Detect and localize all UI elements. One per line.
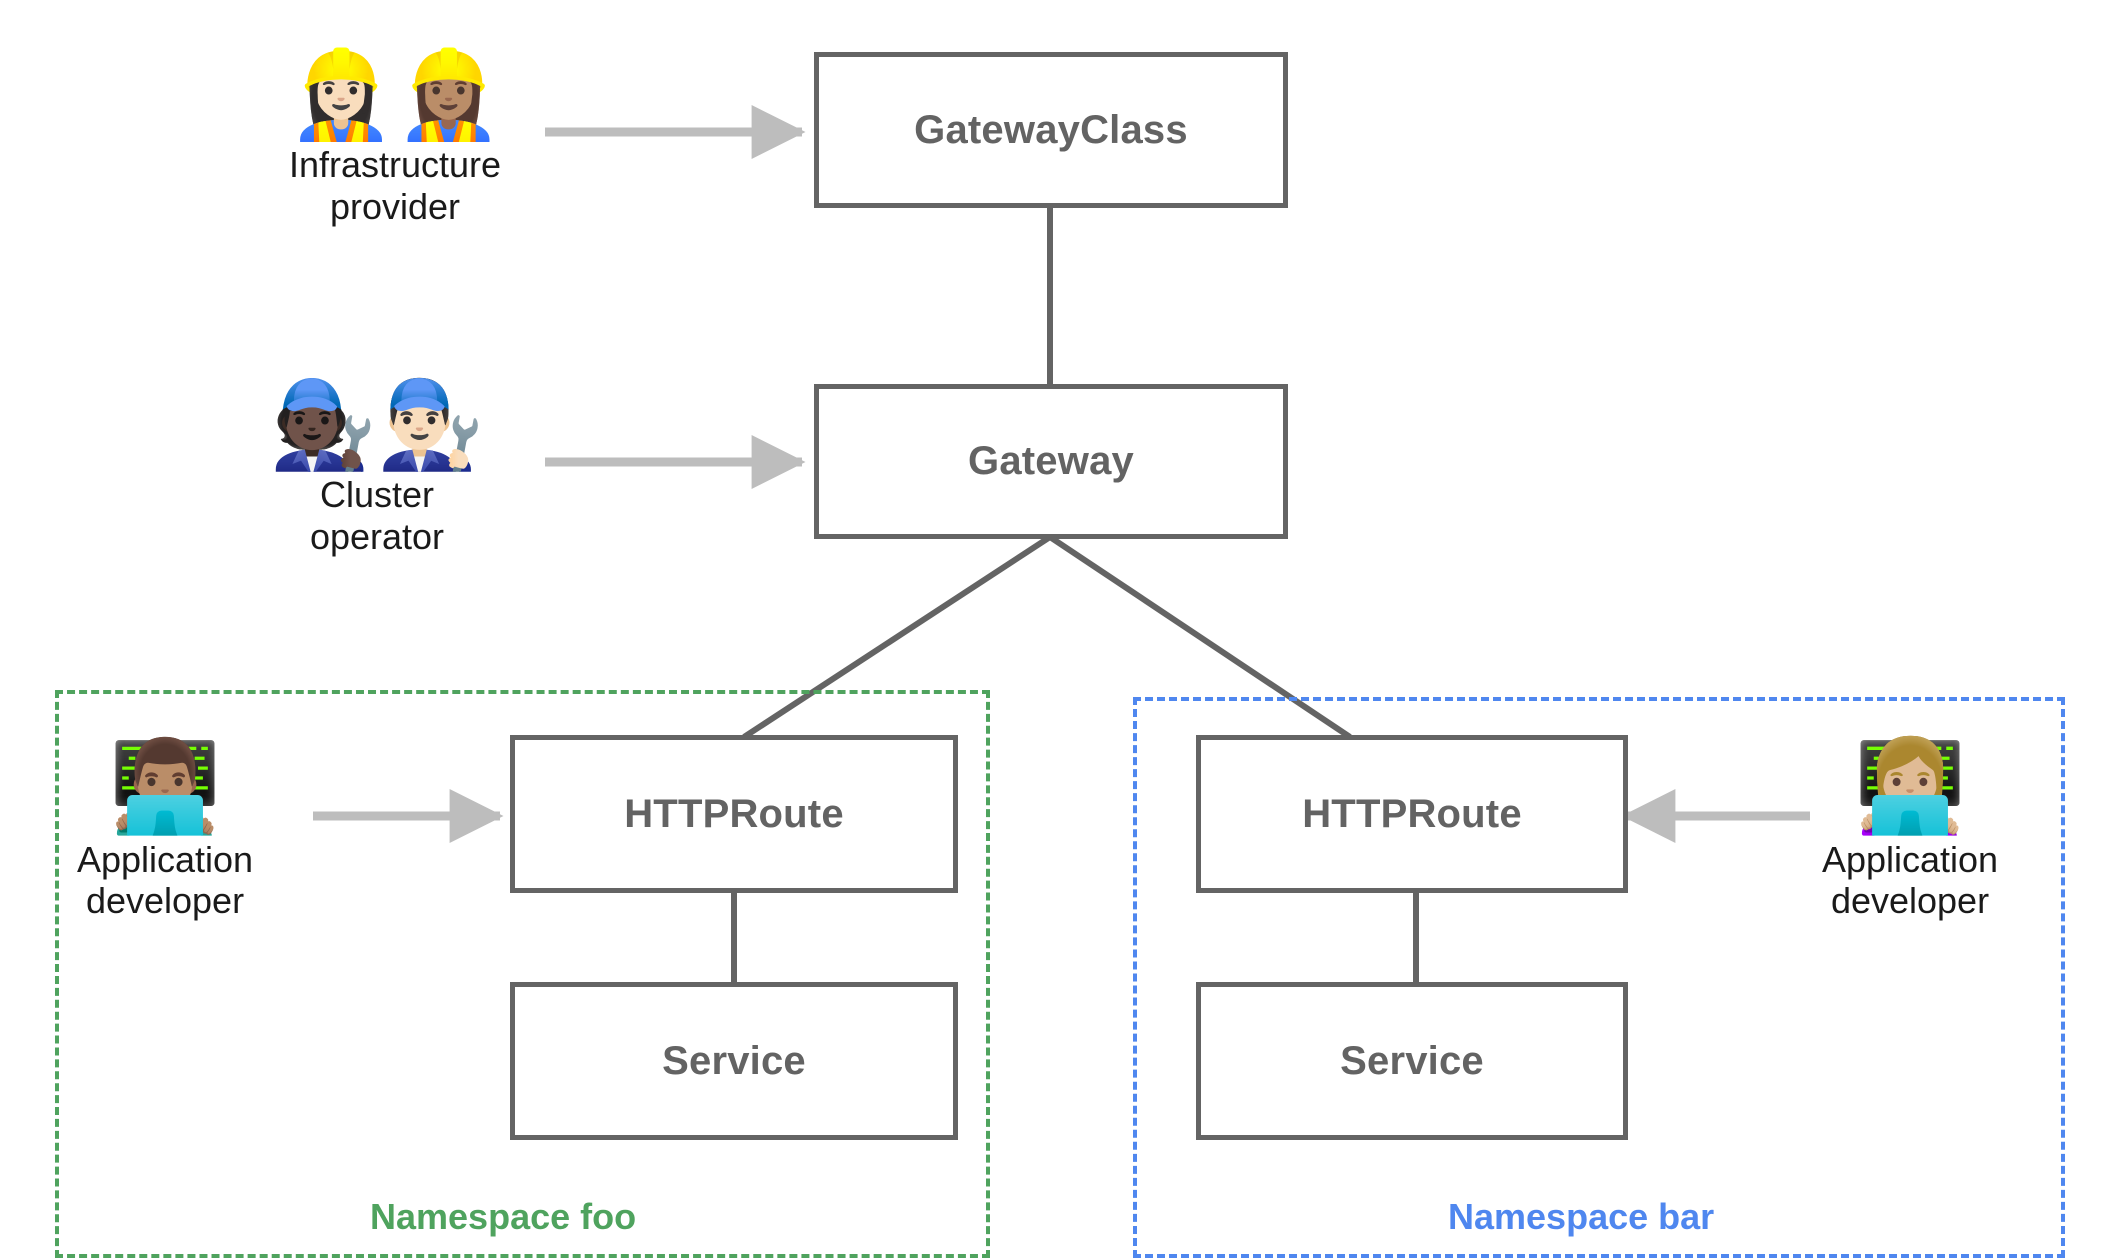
node-httproute-foo-label: HTTPRoute xyxy=(624,791,844,836)
namespace-foo-container xyxy=(55,690,990,1258)
node-gateway-label: Gateway xyxy=(968,439,1134,483)
node-service-bar-label: Service xyxy=(1340,1038,1484,1083)
node-gatewayclass[interactable]: GatewayClass xyxy=(814,52,1288,208)
persona-application-developer-bar: 👩🏼‍💻 Application developer xyxy=(1805,740,2015,922)
persona-application-developer-foo-label: Application developer xyxy=(76,838,254,922)
node-httproute-bar-label: HTTPRoute xyxy=(1302,791,1522,836)
persona-application-developer-bar-label: Application developer xyxy=(1821,838,1999,922)
node-httproute-bar[interactable]: HTTPRoute xyxy=(1196,735,1628,893)
node-gatewayclass-label: GatewayClass xyxy=(914,107,1188,152)
persona-cluster-operator: 🧑🏿‍🔧👨🏻‍🔧 Cluster operator xyxy=(212,380,542,558)
woman-construction-worker-icon: 👷🏻‍♀️👷🏽‍♀️ xyxy=(287,47,503,143)
node-httproute-foo[interactable]: HTTPRoute xyxy=(510,735,958,893)
namespace-foo-label: Namespace foo xyxy=(370,1196,637,1237)
persona-cluster-operator-label: Cluster operator xyxy=(309,474,445,558)
connector-gateway-httproute-bar xyxy=(1048,534,1352,740)
persona-infrastructure-provider-label: Infrastructure provider xyxy=(288,144,502,228)
man-technologist-icon: 👨🏽‍💻 xyxy=(108,737,222,837)
node-service-foo-label: Service xyxy=(662,1038,806,1083)
namespace-bar-container xyxy=(1133,697,2065,1258)
node-service-bar[interactable]: Service xyxy=(1196,982,1628,1140)
persona-infrastructure-provider: 👷🏻‍♀️👷🏽‍♀️ Infrastructure provider xyxy=(230,50,560,228)
persona-application-developer-foo: 👨🏽‍💻 Application developer xyxy=(60,740,270,922)
mechanic-icon: 🧑🏿‍🔧👨🏻‍🔧 xyxy=(269,377,485,473)
connector-gateway-httproute-foo xyxy=(742,534,1052,740)
woman-technologist-icon: 👩🏼‍💻 xyxy=(1853,737,1967,837)
node-gateway[interactable]: Gateway xyxy=(814,384,1288,539)
namespace-bar-label: Namespace bar xyxy=(1448,1196,1715,1237)
node-service-foo[interactable]: Service xyxy=(510,982,958,1140)
